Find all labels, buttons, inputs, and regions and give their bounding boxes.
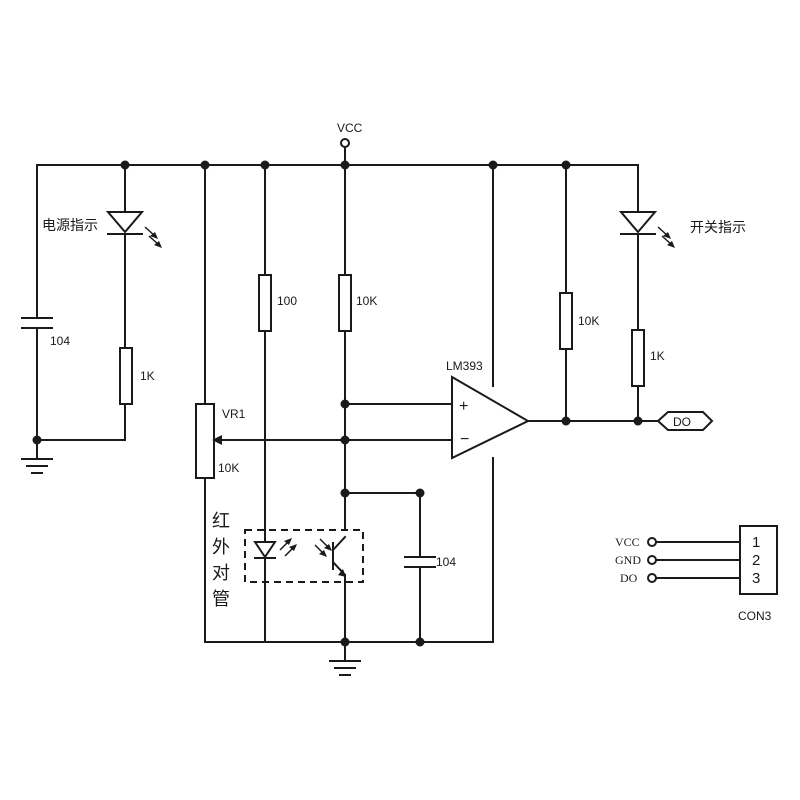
ground-left: [21, 439, 53, 474]
ground-rail: [204, 641, 494, 676]
ir-pair-char-1: 红: [212, 511, 230, 532]
potentiometer-vr1: [195, 164, 453, 643]
switch-led: [618, 164, 675, 331]
ir-pair-char-4: 管: [212, 589, 230, 610]
con3-connector: [647, 525, 778, 595]
power-indicator-label: 电源指示: [42, 218, 98, 234]
filter-capacitor-label: 104: [436, 555, 456, 569]
phototransistor: [314, 535, 347, 643]
ir-led: [253, 538, 297, 643]
comparator-plus-label: +: [459, 398, 468, 415]
vcc-label: VCC: [337, 121, 363, 135]
do-output-label: DO: [673, 415, 691, 429]
comparator-label: LM393: [446, 359, 483, 373]
connector-pin-1-signal: VCC: [615, 535, 640, 549]
sensor-resistor: [338, 164, 453, 531]
power-capacitor-label: 104: [50, 334, 70, 348]
vcc-rail: [36, 138, 639, 166]
connector-pin-2-number: 2: [752, 552, 760, 569]
potentiometer-name-label: VR1: [222, 407, 246, 421]
power-led-resistor: [36, 347, 133, 441]
power-led-resistor-label: 1K: [140, 369, 155, 383]
connector-pin-2-signal: GND: [615, 553, 641, 567]
filter-capacitor: [344, 492, 436, 643]
connector-name-label: CON3: [738, 609, 772, 623]
switch-led-resistor: [631, 329, 645, 422]
connector-pin-3-signal: DO: [620, 571, 638, 585]
do-output-tag: [656, 411, 714, 431]
connector-pin-1-number: 1: [752, 534, 760, 551]
pullup-resistor: [559, 164, 573, 422]
ir-led-resistor: [258, 164, 272, 541]
switch-indicator-label: 开关指示: [690, 220, 746, 236]
pullup-resistor-label: 10K: [578, 314, 599, 328]
potentiometer-value-label: 10K: [218, 461, 239, 475]
ir-pair-char-3: 对: [212, 563, 230, 584]
connector-pin-3-number: 3: [752, 570, 760, 587]
ir-led-resistor-label: 100: [277, 294, 297, 308]
power-led: [105, 164, 162, 349]
ir-pair-char-2: 外: [212, 537, 230, 558]
sensor-resistor-label: 10K: [356, 294, 377, 308]
power-capacitor: [21, 164, 53, 441]
comparator-minus-label: −: [460, 431, 469, 448]
junction-dots: [32, 160, 643, 647]
switch-led-resistor-label: 1K: [650, 349, 665, 363]
ir-pair-outline: [244, 529, 364, 583]
